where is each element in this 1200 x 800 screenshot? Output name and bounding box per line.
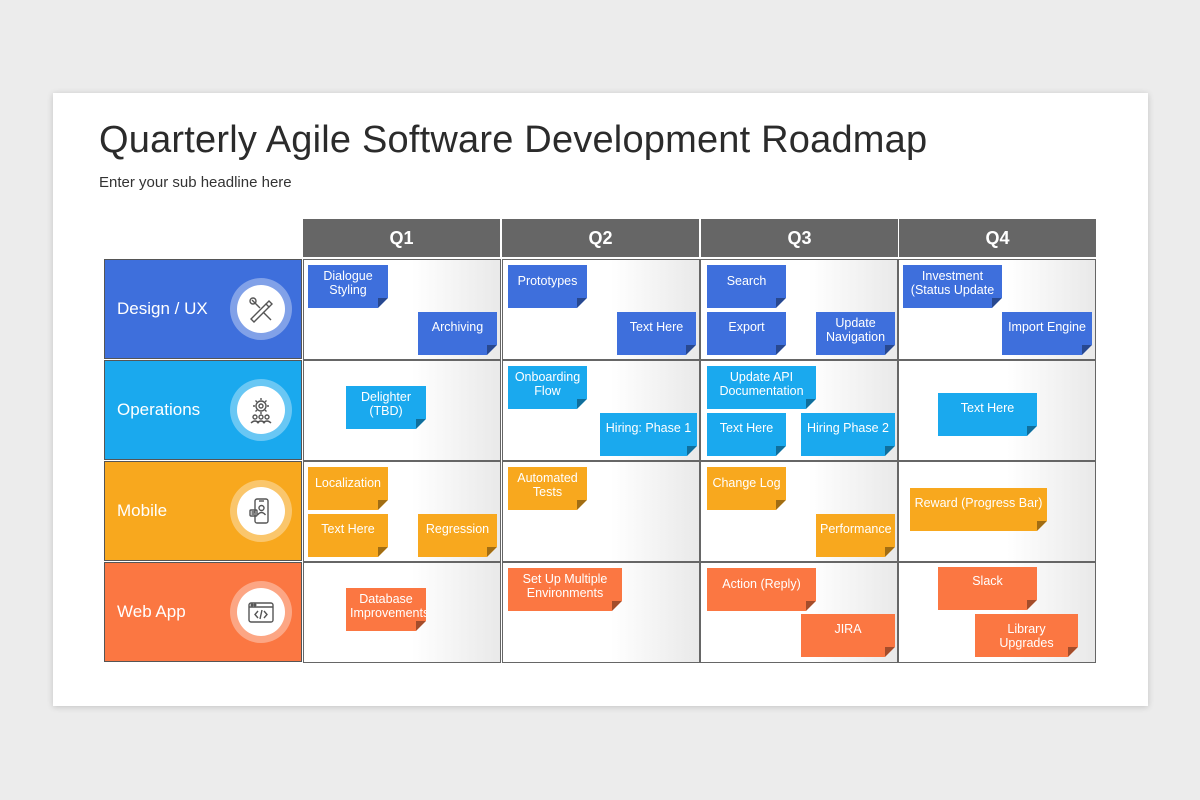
note-change-log[interactable]: Change Log — [707, 467, 786, 510]
note-reward-progress-bar[interactable]: Reward (Progress Bar) — [910, 488, 1047, 531]
row-label-text: Design / UX — [117, 299, 208, 318]
gear-team-icon — [250, 398, 272, 424]
note-localization[interactable]: Localization — [308, 467, 388, 510]
note-slack[interactable]: Slack — [938, 567, 1037, 610]
note-update-api[interactable]: Update API Documentation — [707, 366, 816, 409]
code-window-icon — [248, 602, 274, 623]
note-design-text-here[interactable]: Text Here — [617, 312, 696, 355]
note-action-reply[interactable]: Action (Reply) — [707, 568, 816, 611]
row-label-text: Mobile — [117, 501, 168, 520]
icon-disc — [237, 285, 285, 333]
icon-disc — [237, 588, 285, 636]
note-library-upgrades[interactable]: Library Upgrades — [975, 614, 1078, 657]
note-delighter[interactable]: Delighter (TBD) — [346, 386, 426, 429]
note-archiving[interactable]: Archiving — [418, 312, 497, 355]
note-automated-tests[interactable]: Automated Tests — [508, 467, 587, 510]
note-export[interactable]: Export — [707, 312, 786, 355]
icon-ring — [230, 581, 292, 643]
page-subtitle: Enter your sub headline here — [99, 174, 292, 191]
row-label-design-ux: Design / UX — [104, 259, 302, 359]
note-update-navigation[interactable]: Update Navigation — [816, 312, 895, 355]
note-performance[interactable]: Performance — [816, 514, 895, 557]
page-title: Quarterly Agile Software Development Roa… — [99, 119, 928, 161]
note-dialogue-styling[interactable]: Dialogue Styling — [308, 265, 388, 308]
note-mobile-text-here[interactable]: Text Here — [308, 514, 388, 557]
note-onboarding-flow[interactable]: Onboarding Flow — [508, 366, 587, 409]
quarter-header-q1: Q1 — [303, 219, 500, 257]
icon-ring — [230, 379, 292, 441]
note-search[interactable]: Search — [707, 265, 786, 308]
quarter-header-q3: Q3 — [701, 219, 898, 257]
note-prototypes[interactable]: Prototypes — [508, 265, 587, 308]
note-import-engine[interactable]: Import Engine — [1002, 312, 1092, 355]
note-database-improvements[interactable]: Database Improvements — [346, 588, 426, 631]
row-label-mobile: Mobile — [104, 461, 302, 561]
icon-ring — [230, 480, 292, 542]
row-label-web-app: Web App — [104, 562, 302, 662]
row-label-operations: Operations — [104, 360, 302, 460]
mobile-user-icon — [249, 498, 269, 524]
note-hiring-phase-2[interactable]: Hiring Phase 2 — [801, 413, 895, 456]
note-ops-text-here[interactable]: Text Here — [707, 413, 786, 456]
note-ops-text-here-2[interactable]: Text Here — [938, 393, 1037, 436]
note-set-up-environments[interactable]: Set Up Multiple Environments — [508, 568, 622, 611]
row-label-text: Operations — [117, 400, 201, 419]
note-investment[interactable]: Investment (Status Update — [903, 265, 1002, 308]
note-jira[interactable]: JIRA — [801, 614, 895, 657]
slide: Quarterly Agile Software Development Roa… — [53, 93, 1148, 706]
note-hiring-phase-1[interactable]: Hiring: Phase 1 — [600, 413, 697, 456]
icon-disc — [237, 487, 285, 535]
quarter-header-q2: Q2 — [502, 219, 699, 257]
quarter-header-q4: Q4 — [899, 219, 1096, 257]
icon-disc — [237, 386, 285, 434]
note-regression[interactable]: Regression — [418, 514, 497, 557]
icon-ring — [230, 278, 292, 340]
design-tools-icon — [249, 297, 273, 323]
row-label-text: Web App — [117, 602, 186, 621]
